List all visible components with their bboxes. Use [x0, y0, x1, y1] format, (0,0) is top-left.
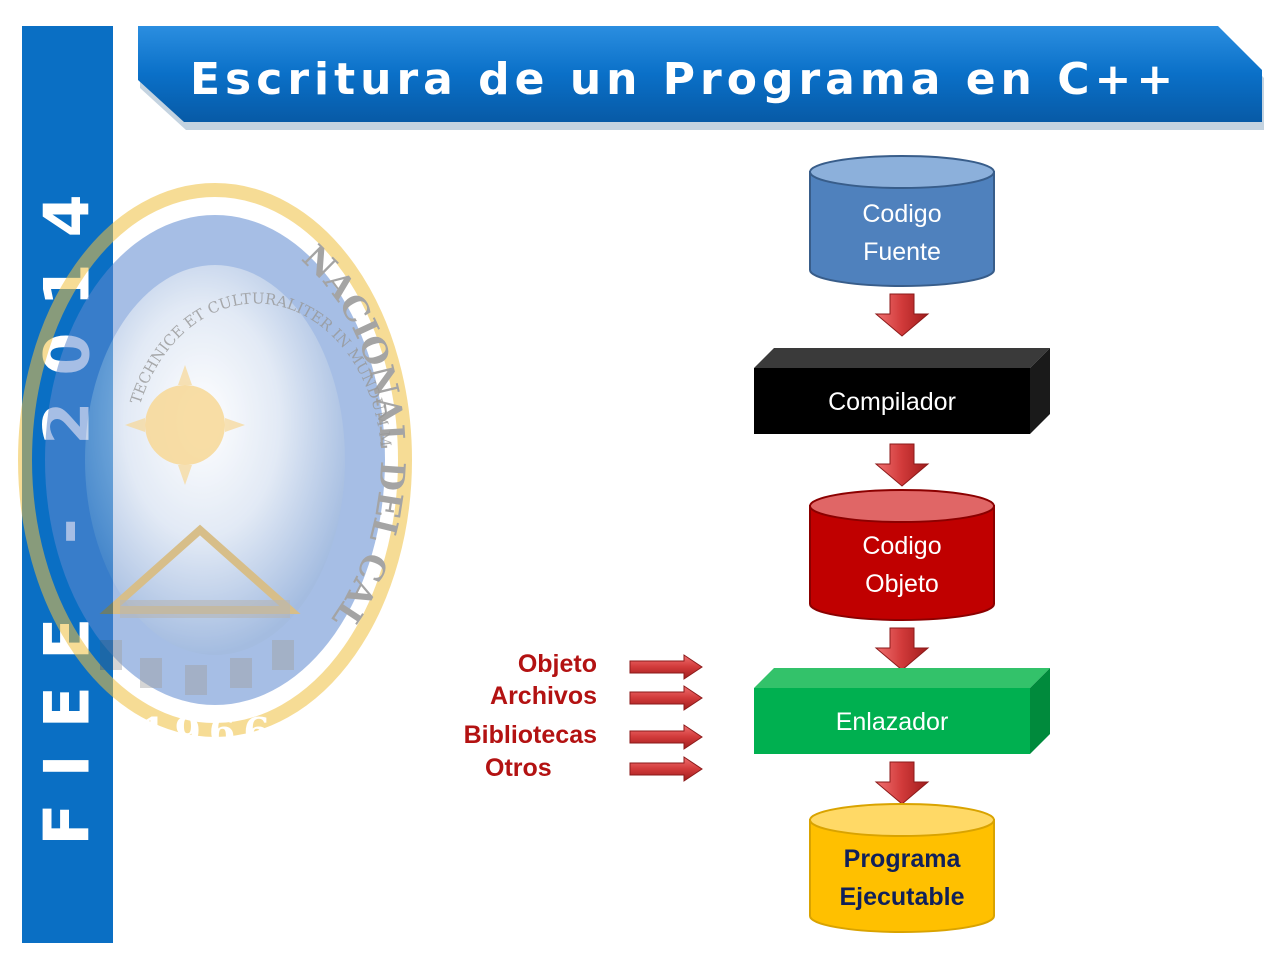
linker-label: Enlazador: [835, 708, 949, 736]
linker-box: [754, 668, 1050, 754]
input-arrow-right: [629, 724, 703, 750]
flow-arrow-down: [874, 761, 930, 805]
input-label-otros: Otros: [485, 754, 552, 782]
object-code-cylinder: [809, 489, 995, 621]
input-label-objeto: Objeto: [517, 650, 597, 678]
input-label-archivos: Archivos: [490, 682, 597, 710]
object-code-label: Codigo Objeto: [862, 532, 942, 598]
university-seal-icon: NACIONAL DEL CALLAO TECHNICE ET CULTURAL…: [0, 170, 412, 754]
input-label-bibliotecas: Bibliotecas: [463, 721, 597, 749]
flow-arrow-down: [874, 627, 930, 671]
svg-text:1966: 1966: [140, 709, 278, 754]
flow-arrow-down: [874, 293, 930, 337]
executable-label: Programa Ejecutable: [839, 845, 965, 911]
flow-arrow-down: [874, 443, 930, 487]
input-arrow-right: [629, 756, 703, 782]
title-banner: [138, 26, 1264, 130]
source-code-label: Codigo Fuente: [862, 200, 942, 266]
compiler-box: [754, 348, 1050, 434]
compiler-label: Compilador: [828, 388, 956, 416]
source-code-cylinder: [809, 155, 995, 287]
input-arrow-right: [629, 685, 703, 711]
page-title: Escritura de un Programa en C++: [190, 54, 1179, 105]
input-arrow-right: [629, 654, 703, 680]
executable-cylinder: [809, 803, 995, 933]
